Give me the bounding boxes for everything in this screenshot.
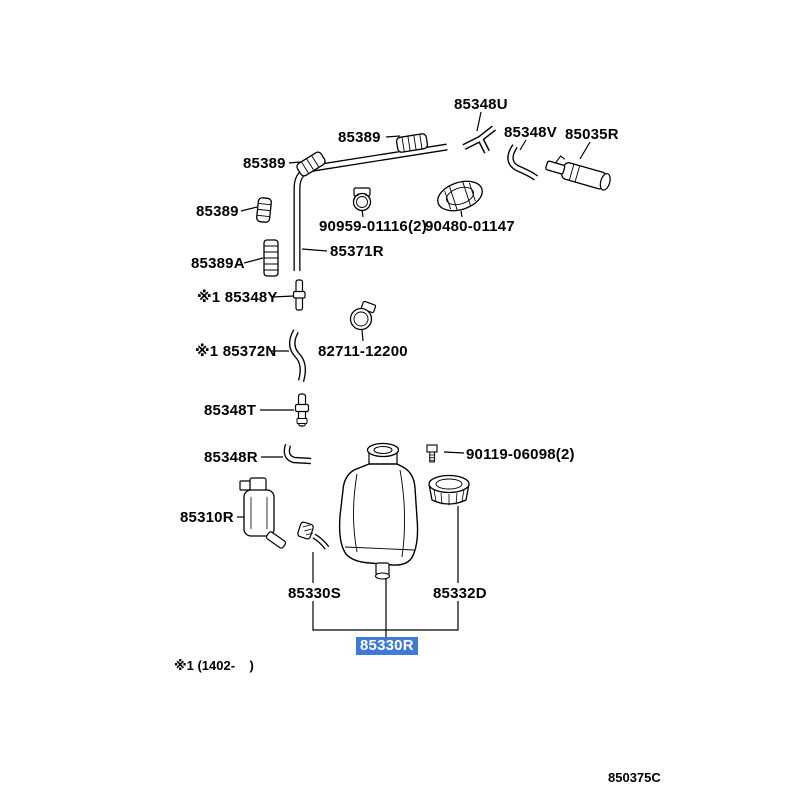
part-label-85348Y[interactable]: ※1 85348Y [197, 289, 278, 306]
part-drawing-90119-06098 [426, 444, 438, 463]
part-drawing-85035R [545, 155, 611, 191]
part-drawing-85348R [283, 443, 312, 465]
part-drawing-85389-3 [256, 197, 272, 223]
part-label-85371R[interactable]: 85371R [330, 243, 384, 260]
part-label-85348T[interactable]: 85348T [204, 402, 257, 419]
assembly-bracket-lines [312, 506, 459, 637]
part-label-85330R[interactable]: 85330R [356, 637, 418, 655]
part-label-82711-12200[interactable]: 82711-12200 [318, 343, 408, 360]
part-label-85035R[interactable]: 85035R [565, 126, 619, 143]
part-drawing-85310R [239, 477, 287, 549]
part-drawing-85348V [507, 144, 539, 181]
diagram-code: 850375C [608, 770, 661, 785]
part-label-90119-06098[interactable]: 90119-06098(2) [466, 446, 575, 463]
part-drawing-85389A [263, 239, 279, 277]
part-drawing-82711-12200 [349, 300, 377, 331]
part-drawing-85372N [289, 329, 307, 382]
part-label-85348R[interactable]: 85348R [204, 449, 258, 466]
part-drawing-85348U [462, 125, 497, 154]
part-drawing-85348Y [292, 279, 306, 311]
part-drawing-85332D [428, 474, 470, 506]
leader-lines [237, 111, 591, 518]
part-drawing-85389-1 [395, 133, 429, 153]
part-label-85389A[interactable]: 85389A [191, 255, 245, 272]
part-label-85330S[interactable]: 85330S [288, 585, 341, 602]
part-label-90959-01116[interactable]: 90959-01116(2) [319, 218, 427, 235]
part-label-85348V[interactable]: 85348V [504, 124, 557, 141]
part-drawing-90480-01147 [437, 180, 483, 212]
part-label-85389-3[interactable]: 85389 [196, 203, 239, 220]
part-label-85332D[interactable]: 85332D [433, 585, 487, 602]
part-drawing-85389-2 [296, 151, 326, 177]
footnote: ※1 (1402- ) [174, 658, 254, 673]
part-drawing-pump-grommet-joint [297, 521, 330, 550]
part-drawing-90959-01116 [352, 187, 372, 212]
part-label-85348U[interactable]: 85348U [454, 96, 508, 113]
part-label-85389-1[interactable]: 85389 [338, 129, 381, 146]
part-label-85310R[interactable]: 85310R [180, 509, 234, 526]
part-drawing-85330R-tank [338, 442, 419, 580]
part-label-85372N[interactable]: ※1 85372N [195, 343, 277, 360]
part-label-85389-2[interactable]: 85389 [243, 155, 286, 172]
part-label-90480-01147[interactable]: 90480-01147 [425, 218, 515, 235]
part-drawing-85348T [294, 393, 310, 427]
